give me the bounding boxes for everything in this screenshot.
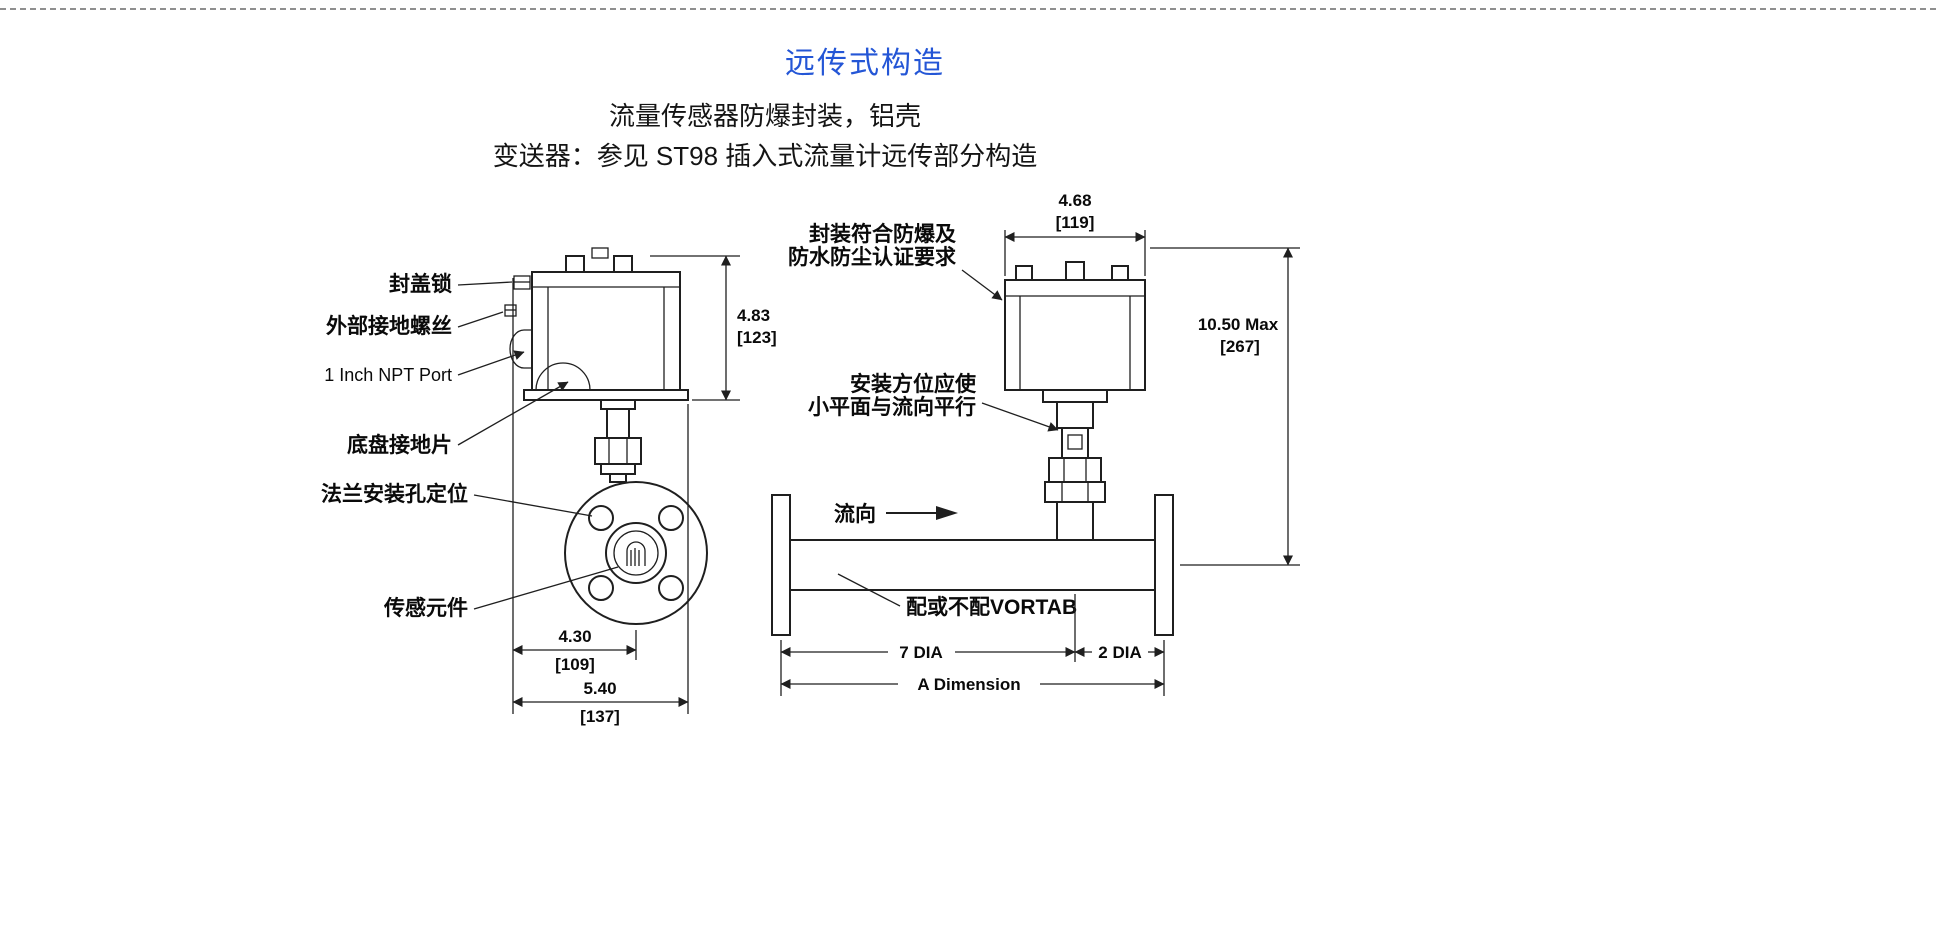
dimension-pipe-lengths: 7 DIA 2 DIA A Dimension bbox=[780, 594, 1165, 696]
sensor-housing bbox=[504, 247, 689, 401]
leader-line bbox=[473, 566, 619, 610]
dim-a-dimension: A Dimension bbox=[917, 675, 1020, 694]
left-drawing: 4.83 [123] 4.30 [109] 5.40 [137] 封盖锁 外部接… bbox=[321, 247, 777, 726]
label-orient-line1: 安装方位应使 bbox=[850, 372, 977, 396]
leader-line bbox=[837, 573, 901, 607]
top-divider bbox=[0, 8, 1936, 10]
leader-arrow bbox=[961, 269, 1003, 301]
leader-arrow bbox=[981, 402, 1059, 432]
dim-430-in: 4.30 bbox=[558, 627, 591, 646]
dim-540-in: 5.40 bbox=[583, 679, 616, 698]
label-ground-screw: 外部接地螺丝 bbox=[326, 314, 452, 338]
leader-arrow bbox=[457, 350, 525, 376]
pipe-spool bbox=[771, 494, 1174, 636]
npt-port-boss bbox=[509, 329, 532, 369]
leader-line bbox=[473, 494, 593, 517]
flange-bolt-hole bbox=[588, 575, 614, 601]
conduit-hub bbox=[613, 255, 633, 273]
left-callouts: 封盖锁 外部接地螺丝 1 Inch NPT Port 底盘接地片 法兰安装孔定位… bbox=[321, 272, 619, 620]
dim-109-mm: [109] bbox=[555, 655, 595, 674]
housing-base-plate bbox=[523, 389, 689, 401]
lock-nut bbox=[1044, 481, 1106, 503]
label-cover-lock: 封盖锁 bbox=[389, 272, 452, 296]
label-npt-port: 1 Inch NPT Port bbox=[324, 365, 452, 385]
neck-tube bbox=[606, 408, 630, 439]
dimension-widths: 4.30 [109] 5.40 [137] bbox=[512, 278, 689, 726]
neck-tube bbox=[1056, 401, 1094, 429]
dim-468-in: 4.68 bbox=[1058, 191, 1091, 210]
dimension-height-483: 4.83 [123] bbox=[650, 255, 777, 401]
process-connection bbox=[594, 399, 642, 483]
top-fitting bbox=[591, 247, 609, 259]
label-flow: 流向 bbox=[834, 502, 876, 526]
hex-nut bbox=[594, 437, 642, 465]
flange-bolt-hole bbox=[658, 575, 684, 601]
stub-tube bbox=[609, 473, 627, 483]
label-vortab: 配或不配VORTAB bbox=[906, 595, 1077, 619]
flange-outer-circle bbox=[564, 481, 708, 625]
flange-bore-outer bbox=[605, 522, 667, 584]
flange-bolt-hole bbox=[588, 505, 614, 531]
housing-body bbox=[531, 271, 681, 391]
leader-line bbox=[457, 311, 504, 328]
right-callouts: 封装符合防爆及 防水防尘认证要求 安装方位应使 小平面与流向平行 配或不配VOR… bbox=[788, 222, 1077, 619]
flange-bolt-hole bbox=[658, 505, 684, 531]
label-flange-holes: 法兰安装孔定位 bbox=[321, 482, 468, 506]
pipe-flange-right bbox=[1154, 494, 1174, 636]
mounting-boss bbox=[1056, 501, 1094, 541]
leader-line bbox=[457, 281, 513, 286]
conduit-hub bbox=[1015, 265, 1033, 281]
dimension-height-1050: 10.50 Max [267] bbox=[1150, 247, 1300, 566]
leader-arrow bbox=[457, 381, 569, 446]
remote-enclosure bbox=[1004, 261, 1146, 391]
probe-flat-face bbox=[1067, 434, 1083, 450]
flow-arrow-head bbox=[936, 506, 958, 520]
dimension-top-468: 4.68 [119] bbox=[1004, 191, 1146, 276]
housing-dome bbox=[535, 362, 591, 391]
neck-collar bbox=[1042, 389, 1108, 403]
subtitle-line-1: 流量传感器防爆封装，铝壳 bbox=[608, 101, 921, 131]
flange-front-view bbox=[564, 481, 708, 625]
lower-collar bbox=[600, 463, 636, 475]
dim-119-mm: [119] bbox=[1056, 213, 1095, 232]
dim-137-mm: [137] bbox=[580, 707, 620, 726]
dim-123-mm: [123] bbox=[737, 328, 777, 347]
label-chassis-ground: 底盘接地片 bbox=[347, 433, 452, 457]
conduit-hub bbox=[1111, 265, 1129, 281]
dim-1050-max: 10.50 Max bbox=[1198, 315, 1279, 334]
flange-bore-inner bbox=[613, 530, 659, 576]
label-cert-line2: 防水防尘认证要求 bbox=[788, 246, 956, 269]
label-orient-line2: 小平面与流向平行 bbox=[808, 395, 976, 419]
dim-483-in: 4.83 bbox=[737, 306, 770, 325]
flow-direction: 流向 bbox=[834, 502, 958, 526]
probe-assembly bbox=[1042, 389, 1108, 541]
probe-flat-section bbox=[1061, 427, 1089, 459]
page-title: 远传式构造 bbox=[785, 47, 945, 80]
right-drawing: 4.68 [119] bbox=[771, 191, 1300, 696]
dim-7dia: 7 DIA bbox=[899, 643, 942, 662]
conduit-hub bbox=[565, 255, 585, 273]
sensor-element-outline bbox=[626, 541, 646, 566]
label-sensor-element: 传感元件 bbox=[383, 596, 468, 620]
top-fitting bbox=[1065, 261, 1085, 281]
pipe-flange-left bbox=[771, 494, 791, 636]
hex-nut bbox=[1048, 457, 1102, 483]
label-cert-line1: 封装符合防爆及 bbox=[809, 222, 957, 246]
neck-collar bbox=[600, 399, 636, 410]
subtitle-line-2: 变送器：参见 ST98 插入式流量计远传部分构造 bbox=[492, 141, 1038, 171]
dim-2dia: 2 DIA bbox=[1098, 643, 1141, 662]
dim-267-mm: [267] bbox=[1220, 337, 1260, 356]
